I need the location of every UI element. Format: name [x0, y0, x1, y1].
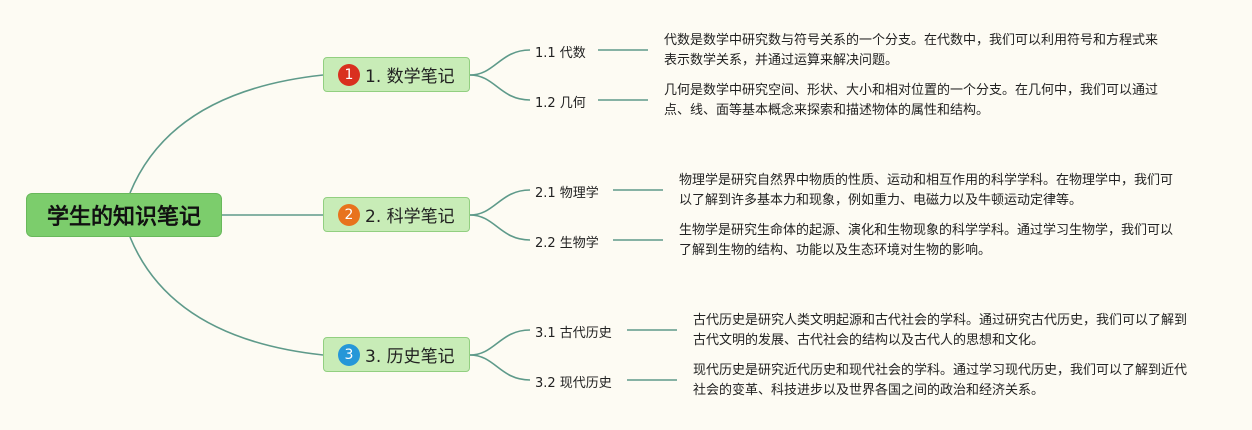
leaf-label-algebra[interactable]: 1.1 代数 — [535, 46, 586, 61]
leaf-label-geometry[interactable]: 1.2 几何 — [535, 96, 586, 111]
leaf-desc-physics: 物理学是研究自然界中物质的性质、运动和相互作用的科学学科。在物理学中，我们可以了… — [679, 173, 1174, 208]
branch-label: 2. 科学笔记 — [365, 207, 455, 227]
branch-label: 3. 历史笔记 — [365, 347, 455, 367]
branch-node-science[interactable]: 2 2. 科学笔记 — [323, 197, 470, 232]
branch-label: 1. 数学笔记 — [365, 67, 455, 87]
number-badge-icon: 2 — [338, 203, 360, 226]
leaf-desc-biology: 生物学是研究生命体的起源、演化和生物现象的科学学科。通过学习生物学，我们可以了解… — [679, 223, 1174, 258]
connector-branch-1-leaf-2 — [469, 74, 531, 101]
connector-branch-3-leaf-2 — [469, 354, 531, 381]
branch-node-math[interactable]: 1 1. 数学笔记 — [323, 57, 470, 92]
connector-branch-1-leaf-1 — [469, 49, 531, 76]
connector-branch-3-leaf-1 — [469, 329, 531, 356]
leaf-label-biology[interactable]: 2.2 生物学 — [535, 236, 599, 251]
leaf-label-physics[interactable]: 2.1 物理学 — [535, 186, 599, 201]
leaf-desc-ancient-history: 古代历史是研究人类文明起源和古代社会的学科。通过研究古代历史，我们可以了解到古代… — [693, 313, 1188, 348]
root-node[interactable]: 学生的知识笔记 — [26, 193, 222, 237]
connector-root-branch-1 — [129, 74, 324, 194]
connector-root-branch-3 — [129, 236, 324, 356]
leaf-label-ancient-history[interactable]: 3.1 古代历史 — [535, 326, 612, 341]
number-badge-icon: 3 — [338, 343, 360, 366]
leaf-desc-modern-history: 现代历史是研究近代历史和现代社会的学科。通过学习现代历史，我们可以了解到近代社会… — [693, 363, 1188, 398]
connector-branch-2-leaf-2 — [469, 214, 531, 241]
leaf-label-modern-history[interactable]: 3.2 现代历史 — [535, 376, 612, 391]
number-badge-icon: 1 — [338, 63, 360, 86]
root-title: 学生的知识笔记 — [46, 205, 201, 230]
leaf-desc-geometry: 几何是数学中研究空间、形状、大小和相对位置的一个分支。在几何中，我们可以通过点、… — [664, 83, 1159, 118]
branch-node-history[interactable]: 3 3. 历史笔记 — [323, 337, 470, 372]
connector-branch-2-leaf-1 — [469, 189, 531, 216]
leaf-desc-algebra: 代数是数学中研究数与符号关系的一个分支。在代数中，我们可以利用符号和方程式来表示… — [664, 33, 1159, 68]
